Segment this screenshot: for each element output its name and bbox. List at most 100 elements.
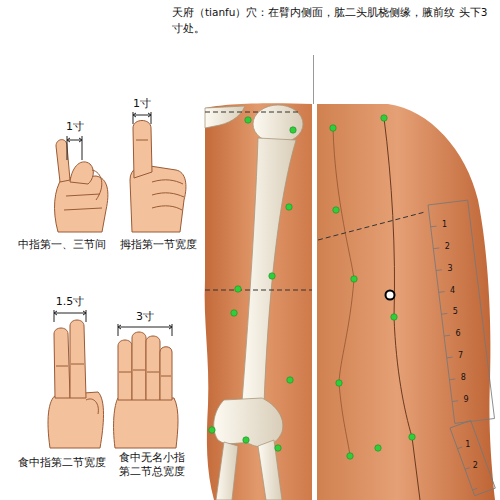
hand-middle-finger (55, 140, 108, 232)
caption-label: 拇指第一节宽度 (120, 238, 197, 252)
ruler-number: 4 (450, 286, 455, 296)
measure-bracket (133, 112, 151, 124)
measure-bracket (118, 324, 172, 336)
hand-middle-finger-part (56, 140, 70, 182)
arm-skin-view-part (384, 118, 420, 500)
ruler-number: 3 (447, 264, 452, 274)
arm-skin-view-part (333, 128, 354, 456)
hand-thumb-part (133, 121, 152, 179)
arm-bone-view (205, 103, 312, 500)
arm-bone-view-part-part (275, 445, 281, 451)
arm-bone-view-part-part (235, 286, 241, 292)
ruler-number: 6 (455, 329, 460, 339)
arm-bone-view-part-part (231, 310, 237, 316)
measure-bracket (67, 136, 82, 160)
hand-four-fingers-part (160, 347, 172, 400)
arm-skin-view-part-part (351, 276, 357, 282)
hand-two-fingers-part (86, 399, 98, 414)
hand-two-fingers-part (56, 364, 84, 366)
arm-bone-view-part (205, 103, 312, 500)
measure-label: 1寸 (66, 120, 84, 134)
measure-bracket-part (133, 112, 151, 124)
ruler-part (458, 447, 478, 490)
arm-skin-view-part-part (333, 207, 339, 213)
ruler-part (450, 420, 495, 495)
arm-bone-view-part (258, 440, 282, 500)
arm-bone-view-part (253, 105, 303, 143)
arm-bone-view-part-part (290, 127, 296, 133)
caption-label: 食中指第二节宽度 (18, 456, 106, 470)
arm-bone-view-part-part (286, 204, 292, 210)
ruler-number: 1 (442, 220, 447, 230)
divider-part (312, 104, 316, 500)
arm-skin-view-part-part (409, 434, 415, 440)
arm-bone-view-part-part (243, 437, 249, 443)
ruler-part (431, 226, 458, 401)
hand-two-fingers-part (54, 328, 70, 398)
measure-bracket (54, 310, 86, 322)
measure-bracket-part (54, 311, 86, 315)
arm-skin-view-part-part (381, 115, 387, 121)
measure-bracket-part (133, 113, 151, 117)
divider-part (313, 55, 314, 104)
arm-bone-view-part-part (287, 377, 293, 383)
hand-four-fingers-part (118, 340, 132, 400)
arm-bone-view-part-part (245, 117, 251, 123)
measure-label: 1.5寸 (56, 295, 85, 309)
arm-bone-view-part (214, 398, 283, 447)
arm-skin-view-part-part (347, 453, 353, 459)
hand-middle-finger-part (92, 170, 102, 200)
measure-bracket-part (67, 138, 82, 142)
arm-bone-view-part (209, 117, 296, 451)
ruler (450, 420, 495, 495)
ruler-number: 7 (458, 351, 463, 361)
caption-label: 中指第一、三节间 (18, 238, 106, 252)
arm-bone-view-part (242, 138, 296, 404)
hand-middle-finger-part (55, 176, 108, 232)
divider (312, 55, 316, 500)
hand-thumb-part (136, 140, 148, 141)
arm-bone-view-part-part (269, 273, 275, 279)
measure-label: 3寸 (136, 310, 154, 324)
hand-thumb (130, 121, 186, 233)
hand-middle-finger-part (64, 194, 102, 210)
arm-bone-view-part (205, 106, 245, 128)
ruler-number: 8 (461, 373, 466, 383)
hand-middle-finger-part (70, 162, 93, 184)
hand-four-fingers (114, 332, 178, 448)
arm-skin-view-part (330, 115, 415, 459)
measure-bracket-part (54, 310, 86, 322)
ruler-number: 2 (445, 242, 450, 252)
ruler (428, 200, 495, 423)
hand-two-fingers-part (48, 392, 104, 448)
ruler-part (428, 200, 495, 423)
measure-bracket-part (67, 136, 82, 160)
measure-bracket-part (118, 324, 172, 336)
hand-four-fingers-part (132, 332, 146, 400)
arm-bone-view-part-part (209, 427, 215, 433)
hand-four-fingers-part (114, 398, 178, 448)
arm-skin-view-part-part (330, 125, 336, 131)
ruler-number: 5 (453, 307, 458, 317)
measure-bracket-part (118, 325, 172, 329)
arm-skin-view-part (318, 212, 425, 240)
ruler-number: 2 (473, 461, 478, 471)
arm-skin-view-part-part (336, 380, 342, 386)
arm-skin-view-part (317, 104, 495, 500)
caption-label: 食中无名小指 第二节总宽度 (115, 451, 189, 479)
arm-skin-view-part-part (375, 445, 381, 451)
arm-skin-view (317, 104, 495, 500)
hand-two-fingers (48, 320, 104, 448)
tianfu-point (386, 291, 395, 300)
hand-four-fingers-part (146, 336, 160, 400)
ruler-number: 1 (465, 440, 470, 450)
ruler-number: 9 (463, 395, 468, 405)
arm-skin-view-part-part (391, 314, 397, 320)
arm-bone-view-part (216, 442, 238, 500)
hand-four-fingers-part (119, 370, 171, 376)
arm-bone-view-part (205, 112, 312, 290)
hand-thumb-part (152, 180, 184, 210)
measure-label: 1寸 (133, 97, 151, 111)
title-text: 天府（tianfu）穴：在臂内侧面，肱二头肌桡侧缘，腋前纹 头下3寸处。 (172, 4, 494, 37)
